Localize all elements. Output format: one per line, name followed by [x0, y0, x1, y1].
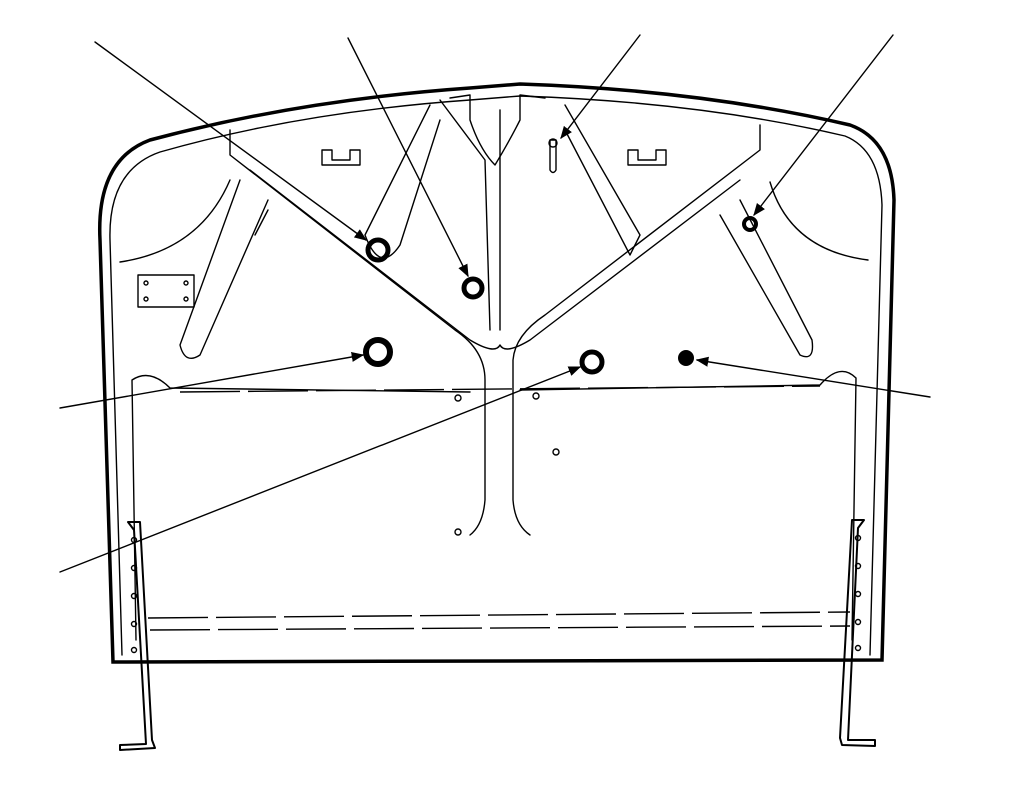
callout-lines: [59, 34, 931, 573]
latch-pin: [548, 138, 558, 174]
callout-line: [94, 41, 368, 241]
callout-line: [695, 356, 931, 398]
grommet: [365, 237, 391, 263]
callout-line: [347, 37, 469, 278]
grommet: [363, 337, 393, 367]
callout-line: [753, 34, 894, 216]
grommet: [461, 276, 485, 300]
grommet: [742, 216, 758, 232]
grommet: [678, 350, 694, 366]
grommets: [363, 216, 758, 536]
outer-panel: [97, 82, 896, 664]
plate: [137, 274, 195, 308]
callout-line: [59, 366, 582, 573]
callout-line: [560, 34, 641, 139]
grommet: [579, 349, 605, 375]
inner-brace-frame: [119, 94, 869, 536]
bumper-brackets: [119, 519, 876, 751]
callout-line: [59, 351, 365, 409]
hinge-brackets: [321, 149, 667, 166]
